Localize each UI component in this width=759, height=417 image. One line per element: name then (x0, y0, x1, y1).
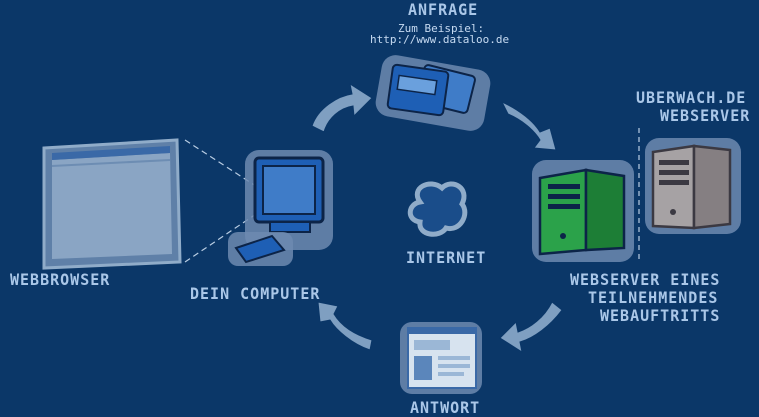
webserver-eines-label: WEBSERVER EINES (570, 270, 721, 290)
example-url-label: http://www.dataloo.de (370, 33, 510, 46)
uberwach-label: UBERWACH.DE (636, 88, 747, 108)
anfrage-label: ANFRAGE (408, 0, 479, 20)
gray-server-icon (645, 138, 741, 234)
projection-line-bottom (184, 209, 263, 263)
request-card-icon (375, 55, 491, 131)
dein-computer-label: DEIN COMPUTER (190, 284, 321, 304)
internet-label: INTERNET (406, 248, 487, 268)
computer-icon (228, 150, 333, 266)
response-page-icon (400, 322, 482, 394)
example-label: Zum Beispiel: (398, 22, 485, 35)
cloud-icon (407, 181, 468, 237)
browser-window-icon (42, 138, 182, 270)
antwort-label: ANTWORT (410, 398, 481, 417)
cycle-arrow-icon (311, 82, 563, 354)
webbrowser-label: WEBBROWSER (10, 270, 111, 290)
green-server-icon (532, 160, 634, 262)
webauftritts-label: WEBAUFTRITTS (600, 306, 721, 326)
uberwach-webserver-label: WEBSERVER (660, 106, 751, 126)
teilnehmendes-label: TEILNEHMENDES (588, 288, 719, 308)
projection-line-top (184, 139, 263, 191)
